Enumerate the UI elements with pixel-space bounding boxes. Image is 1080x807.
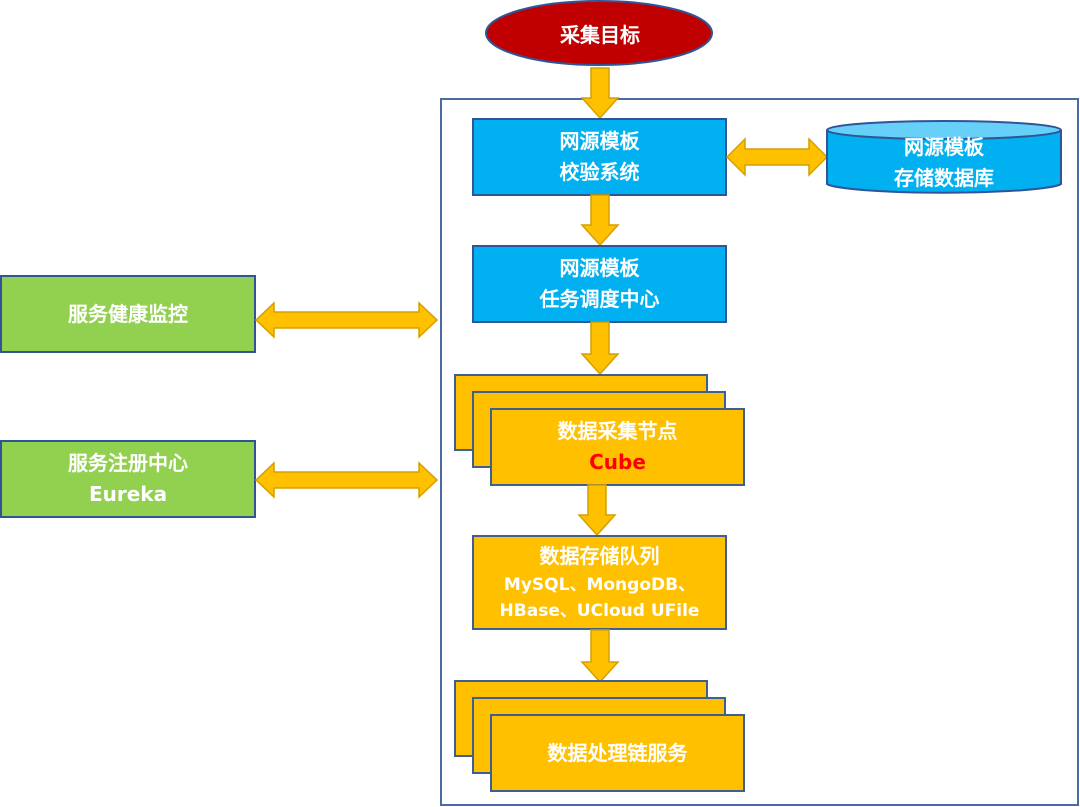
arrow-down-icon xyxy=(577,484,617,537)
template-validation-system: 网源模板 校验系统 xyxy=(472,118,727,196)
collection-node-line1: 数据采集节点 xyxy=(557,419,678,443)
database-cylinder-shape xyxy=(826,120,1062,194)
arrow-down-icon xyxy=(580,67,620,120)
start-node: 采集目标 xyxy=(500,10,700,56)
collection-node-cube-label: Cube xyxy=(589,450,646,474)
template-scheduler-line2: 任务调度中心 xyxy=(539,287,660,311)
arrow-down-icon xyxy=(580,194,620,247)
arrow-down-icon xyxy=(580,321,620,376)
health-monitor-label: 服务健康监控 xyxy=(68,301,188,326)
arrow-down-icon xyxy=(580,629,620,684)
double-arrow-icon xyxy=(254,301,439,339)
processing-chain-label: 数据处理链服务 xyxy=(547,740,688,765)
service-registry-center: 服务注册中心 Eureka xyxy=(0,440,256,518)
service-registry-line2: Eureka xyxy=(88,482,168,506)
template-scheduler-line1: 网源模板 xyxy=(559,256,640,280)
storage-queue-backends-2: HBase、UCloud UFile xyxy=(499,601,700,621)
double-arrow-icon xyxy=(254,461,439,499)
template-validation-line1: 网源模板 xyxy=(559,129,640,153)
service-health-monitor: 服务健康监控 xyxy=(0,275,256,353)
start-node-shape xyxy=(485,0,713,66)
template-task-scheduler: 网源模板 任务调度中心 xyxy=(472,245,727,323)
data-storage-queue: 数据存储队列 MySQL、MongoDB、 HBase、UCloud UFile xyxy=(472,535,727,630)
start-node-label: 采集目标 xyxy=(560,22,640,47)
storage-queue-backends-1: MySQL、MongoDB、 xyxy=(503,574,696,595)
template-database-line1: 网源模板 xyxy=(904,135,984,159)
template-storage-database: 网源模板 存储数据库 xyxy=(827,132,1061,194)
data-processing-chain-service: 数据处理链服务 xyxy=(490,714,745,792)
double-arrow-icon xyxy=(725,137,829,177)
service-registry-line1: 服务注册中心 xyxy=(68,451,188,475)
data-collection-node: 数据采集节点 Cube xyxy=(490,408,745,486)
template-database-line2: 存储数据库 xyxy=(894,166,994,190)
template-validation-line2: 校验系统 xyxy=(559,160,640,184)
storage-queue-title: 数据存储队列 xyxy=(539,543,660,568)
